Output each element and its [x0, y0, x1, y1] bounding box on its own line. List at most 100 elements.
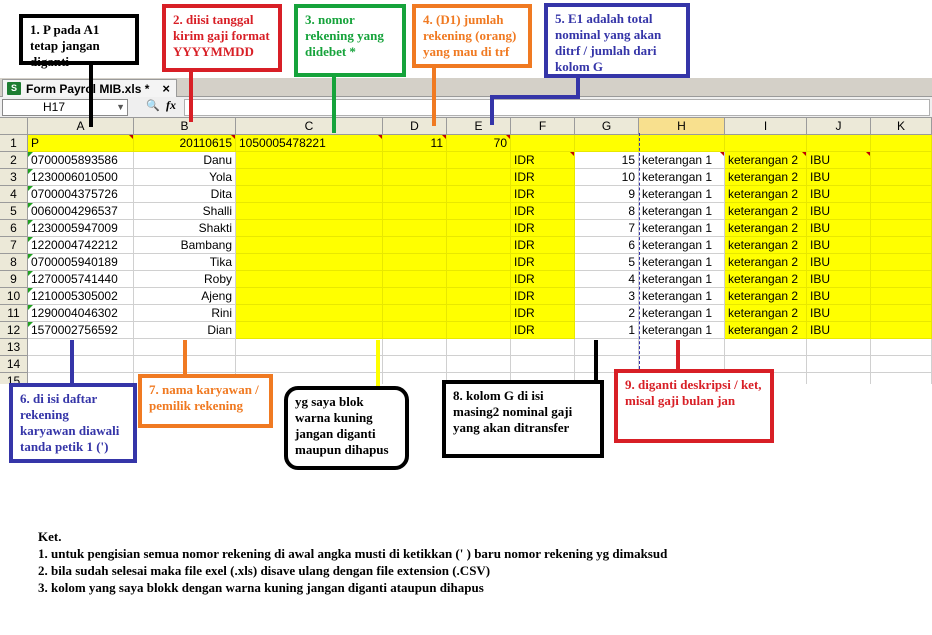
cell-h12[interactable]: keterangan 1 [639, 322, 725, 339]
cell-k3[interactable] [871, 169, 932, 186]
cell-d6[interactable] [383, 220, 447, 237]
cell-i15[interactable] [725, 373, 807, 384]
cell-c14[interactable] [236, 356, 383, 373]
cell-g3[interactable]: 10 [575, 169, 639, 186]
cell-i1[interactable] [725, 135, 807, 152]
cell-a15[interactable] [28, 373, 134, 384]
cell-g7[interactable]: 6 [575, 237, 639, 254]
cell-f7[interactable]: IDR [511, 237, 575, 254]
select-all-corner[interactable] [0, 118, 28, 135]
cell-d3[interactable] [383, 169, 447, 186]
cell-f4[interactable]: IDR [511, 186, 575, 203]
cell-f14[interactable] [511, 356, 575, 373]
cell-h7[interactable]: keterangan 1 [639, 237, 725, 254]
cell-d1[interactable]: 11 [383, 135, 447, 152]
cell-b12[interactable]: Dian [134, 322, 236, 339]
cell-f5[interactable]: IDR [511, 203, 575, 220]
cell-a4[interactable]: 0700004375726 [28, 186, 134, 203]
cell-e14[interactable] [447, 356, 511, 373]
cell-g6[interactable]: 7 [575, 220, 639, 237]
row-header-3[interactable]: 3 [0, 169, 28, 186]
cell-d14[interactable] [383, 356, 447, 373]
cell-i8[interactable]: keterangan 2 [725, 254, 807, 271]
cell-h3[interactable]: keterangan 1 [639, 169, 725, 186]
cell-b4[interactable]: Dita [134, 186, 236, 203]
cell-d15[interactable] [383, 373, 447, 384]
cell-j8[interactable]: IBU [807, 254, 871, 271]
cell-d13[interactable] [383, 339, 447, 356]
cell-a5[interactable]: 0060004296537 [28, 203, 134, 220]
chevron-down-icon[interactable]: ▼ [116, 102, 125, 112]
column-header-e[interactable]: E [447, 118, 511, 135]
row-header-8[interactable]: 8 [0, 254, 28, 271]
cell-e2[interactable] [447, 152, 511, 169]
cell-d10[interactable] [383, 288, 447, 305]
cell-j1[interactable] [807, 135, 871, 152]
cell-g10[interactable]: 3 [575, 288, 639, 305]
cell-f10[interactable]: IDR [511, 288, 575, 305]
cell-c12[interactable] [236, 322, 383, 339]
cell-k6[interactable] [871, 220, 932, 237]
cell-g1[interactable] [575, 135, 639, 152]
cell-e13[interactable] [447, 339, 511, 356]
cell-e7[interactable] [447, 237, 511, 254]
cell-a2[interactable]: 0700005893586 [28, 152, 134, 169]
cell-b11[interactable]: Rini [134, 305, 236, 322]
cell-a11[interactable]: 1290004046302 [28, 305, 134, 322]
cell-g12[interactable]: 1 [575, 322, 639, 339]
cell-d5[interactable] [383, 203, 447, 220]
cell-a8[interactable]: 0700005940189 [28, 254, 134, 271]
cell-h6[interactable]: keterangan 1 [639, 220, 725, 237]
cell-c1[interactable]: 1050005478221 [236, 135, 383, 152]
row-header-5[interactable]: 5 [0, 203, 28, 220]
cell-d7[interactable] [383, 237, 447, 254]
cell-i4[interactable]: keterangan 2 [725, 186, 807, 203]
cell-c6[interactable] [236, 220, 383, 237]
formula-input[interactable] [184, 99, 930, 116]
name-box[interactable]: H17 ▼ [2, 99, 128, 116]
cell-k12[interactable] [871, 322, 932, 339]
cell-g9[interactable]: 4 [575, 271, 639, 288]
column-header-j[interactable]: J [807, 118, 871, 135]
cell-g2[interactable]: 15 [575, 152, 639, 169]
cell-e4[interactable] [447, 186, 511, 203]
cell-k10[interactable] [871, 288, 932, 305]
cell-e12[interactable] [447, 322, 511, 339]
row-header-10[interactable]: 10 [0, 288, 28, 305]
cell-f11[interactable]: IDR [511, 305, 575, 322]
cell-a3[interactable]: 1230006010500 [28, 169, 134, 186]
cell-c11[interactable] [236, 305, 383, 322]
cell-h4[interactable]: keterangan 1 [639, 186, 725, 203]
cell-i5[interactable]: keterangan 2 [725, 203, 807, 220]
cell-f12[interactable]: IDR [511, 322, 575, 339]
cell-f6[interactable]: IDR [511, 220, 575, 237]
row-header-9[interactable]: 9 [0, 271, 28, 288]
column-header-f[interactable]: F [511, 118, 575, 135]
cell-j3[interactable]: IBU [807, 169, 871, 186]
column-header-a[interactable]: A [28, 118, 134, 135]
row-header-6[interactable]: 6 [0, 220, 28, 237]
close-icon[interactable]: × [162, 81, 170, 96]
cell-b2[interactable]: Danu [134, 152, 236, 169]
cell-b5[interactable]: Shalli [134, 203, 236, 220]
cell-i6[interactable]: keterangan 2 [725, 220, 807, 237]
column-header-d[interactable]: D [383, 118, 447, 135]
cell-i3[interactable]: keterangan 2 [725, 169, 807, 186]
cell-j9[interactable]: IBU [807, 271, 871, 288]
row-header-15[interactable]: 15 [0, 373, 28, 384]
cell-c13[interactable] [236, 339, 383, 356]
cell-f1[interactable] [511, 135, 575, 152]
cell-e5[interactable] [447, 203, 511, 220]
cell-i2[interactable]: keterangan 2 [725, 152, 807, 169]
cell-j6[interactable]: IBU [807, 220, 871, 237]
cell-g14[interactable] [575, 356, 639, 373]
lookup-icon[interactable]: 🔍 [146, 100, 160, 112]
cell-h5[interactable]: keterangan 1 [639, 203, 725, 220]
cell-b3[interactable]: Yola [134, 169, 236, 186]
cell-a13[interactable] [28, 339, 134, 356]
cell-i13[interactable] [725, 339, 807, 356]
cell-h10[interactable]: keterangan 1 [639, 288, 725, 305]
cell-e15[interactable] [447, 373, 511, 384]
column-header-k[interactable]: K [871, 118, 932, 135]
